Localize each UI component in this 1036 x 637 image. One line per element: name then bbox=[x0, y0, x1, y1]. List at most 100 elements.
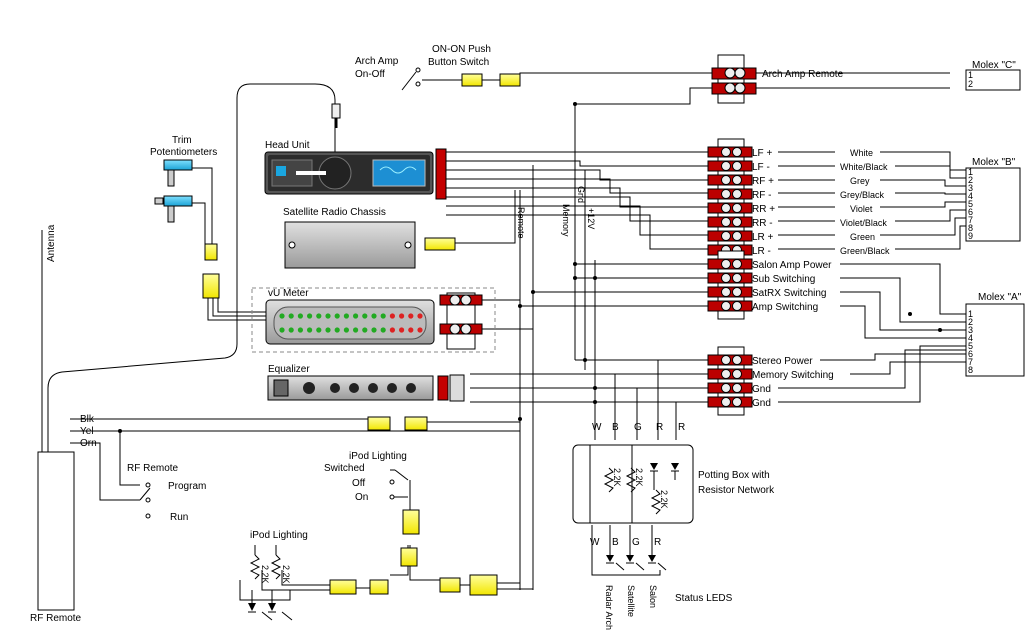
head-unit-label: Head Unit bbox=[265, 140, 310, 151]
speaker-terminal-4: RR + bbox=[752, 204, 775, 215]
speaker-terminal-3: RF - bbox=[752, 190, 771, 201]
wires bbox=[47, 72, 966, 601]
vu-led bbox=[389, 327, 395, 333]
vu-led bbox=[408, 327, 414, 333]
potting-label-2: Resistor Network bbox=[698, 485, 775, 496]
molex-a-pin-6: 7 bbox=[968, 357, 973, 367]
vu-led bbox=[362, 327, 368, 333]
ipod-lighting-label: iPod Lighting bbox=[250, 530, 308, 541]
potting-input-3: R bbox=[656, 422, 663, 433]
molex-b-label: Molex "B" bbox=[972, 157, 1016, 168]
vu-led bbox=[417, 327, 423, 333]
vu-led bbox=[297, 327, 303, 333]
rf-remote-switch-label: RF Remote bbox=[127, 463, 179, 474]
speaker-wire-colors: WhiteWhite/BlackGreyGrey/BlackVioletViol… bbox=[840, 148, 890, 256]
potting-input-0: W bbox=[592, 422, 602, 433]
radar-arch-label: Radar Arch bbox=[604, 585, 614, 630]
vu-led bbox=[334, 327, 340, 333]
molex-c-label: Molex "C" bbox=[972, 60, 1016, 71]
run-label: Run bbox=[170, 512, 188, 523]
equalizer-label: Equalizer bbox=[268, 364, 310, 375]
vu-led bbox=[316, 313, 322, 319]
molex-a-pin-1: 2 bbox=[968, 317, 973, 327]
vu-led bbox=[353, 313, 359, 319]
molex-a-label: Molex "A" bbox=[978, 292, 1022, 303]
arch-amp-label-1: Arch Amp bbox=[355, 56, 399, 67]
speaker-terminal-0: LF + bbox=[752, 148, 772, 159]
vu-led bbox=[316, 327, 322, 333]
molex-b-pin-0: 1 bbox=[968, 167, 973, 177]
speaker-terminal-1: LF - bbox=[752, 162, 770, 173]
vu-led bbox=[307, 327, 313, 333]
speaker-terminal-2: RF + bbox=[752, 176, 774, 187]
molex-b-pin-3: 4 bbox=[968, 191, 973, 201]
vu-led bbox=[288, 313, 294, 319]
vu-led bbox=[279, 313, 285, 319]
led-input-2: G bbox=[632, 537, 640, 548]
on-label: On bbox=[355, 492, 368, 503]
potting-res-2: 2.2K bbox=[634, 468, 644, 487]
program-label: Program bbox=[168, 481, 206, 492]
speaker-color-6: Green bbox=[850, 232, 875, 242]
speaker-terminal-6: LR + bbox=[752, 232, 774, 243]
ipod-lighting: iPod Lighting 2.2K 2.2K bbox=[248, 530, 357, 621]
molex-c: Molex "C" 12 bbox=[965, 60, 1021, 91]
speaker-color-5: Violet/Black bbox=[840, 218, 887, 228]
lower-terminal-1: Memory Switching bbox=[752, 370, 834, 381]
vu-led bbox=[343, 327, 349, 333]
vu-led bbox=[371, 327, 377, 333]
molex-b-pin-4: 5 bbox=[968, 199, 973, 209]
vu-led bbox=[297, 313, 303, 319]
vu-led bbox=[389, 313, 395, 319]
vu-led bbox=[279, 327, 285, 333]
led-input-3: R bbox=[654, 537, 661, 548]
molex-c-pin-1: 2 bbox=[968, 79, 973, 89]
vu-led bbox=[307, 313, 313, 319]
molex-a-pin-0: 1 bbox=[968, 309, 973, 319]
blk-label: Blk bbox=[80, 414, 95, 425]
molex-c-pin-0: 1 bbox=[968, 70, 973, 80]
vu-led bbox=[325, 327, 331, 333]
molex-b-pin-6: 7 bbox=[968, 215, 973, 225]
molex-a-pin-2: 3 bbox=[968, 325, 973, 335]
potting-input-2: G bbox=[634, 422, 642, 433]
arch-amp-switch: Arch Amp On-Off ON-ON Push Button Switch bbox=[355, 44, 521, 91]
molex-a-pin-7: 8 bbox=[968, 365, 973, 375]
satellite-led-label: Satellite bbox=[626, 585, 636, 617]
molex-b-pin-1: 2 bbox=[968, 175, 973, 185]
arch-amp-remote-label: Arch Amp Remote bbox=[762, 69, 844, 80]
middle-terminal-1: Sub Switching bbox=[752, 274, 815, 285]
ipod-res-2: 2.2K bbox=[281, 565, 291, 584]
molex-a-pin-4: 5 bbox=[968, 341, 973, 351]
potting-label-1: Potting Box with bbox=[698, 470, 770, 481]
molex-b-pin-5: 6 bbox=[968, 207, 973, 217]
vu-led bbox=[371, 313, 377, 319]
push-switch-label-1: ON-ON Push bbox=[432, 44, 491, 55]
potting-res-1: 2.2K bbox=[612, 468, 622, 487]
trim-potentiometers: Trim Potentiometers bbox=[150, 135, 220, 299]
vu-meter: vU Meter bbox=[251, 287, 496, 353]
rf-remote: Antenna RF Remote Blk Yel Orn RF Remote … bbox=[30, 224, 428, 624]
terminal-strip-top: Arch Amp Remote bbox=[711, 54, 844, 104]
vertical-wire-labels: Remote Memory Gnd +12V bbox=[516, 186, 596, 239]
vu-meter-label: vU Meter bbox=[268, 288, 309, 299]
off-label: Off bbox=[352, 478, 365, 489]
speaker-color-7: Green/Black bbox=[840, 246, 890, 256]
speaker-color-3: Grey/Black bbox=[840, 190, 885, 200]
speaker-terminal-5: RR - bbox=[752, 218, 773, 229]
molex-b-pin-7: 8 bbox=[968, 223, 973, 233]
push-switch-label-2: Button Switch bbox=[428, 57, 489, 68]
head-unit: Head Unit bbox=[264, 103, 447, 200]
satellite-chassis: Satellite Radio Chassis bbox=[283, 207, 456, 269]
led-input-0: W bbox=[590, 537, 600, 548]
vu-led bbox=[343, 313, 349, 319]
trim-label-2: Potentiometers bbox=[150, 147, 217, 158]
molex-b-pin-2: 3 bbox=[968, 183, 973, 193]
arch-amp-label-2: On-Off bbox=[355, 69, 385, 80]
